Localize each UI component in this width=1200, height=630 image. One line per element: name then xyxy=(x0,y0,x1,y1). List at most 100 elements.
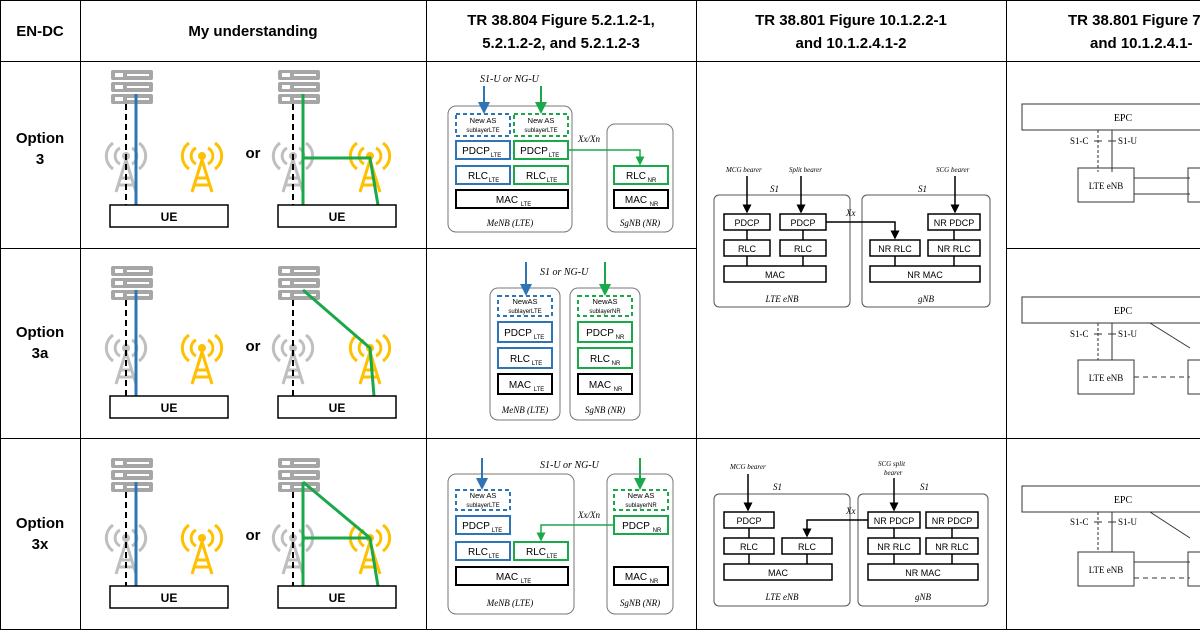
rlc-label: RLC xyxy=(626,171,646,182)
subscript: LTE xyxy=(532,361,543,367)
menb-label: MeNB (LTE) xyxy=(486,598,534,608)
subscript: NR xyxy=(614,387,623,393)
subscript: NR xyxy=(612,361,621,367)
row-label-option3-line1: Option xyxy=(16,130,64,147)
understanding-option3x: UE or UE xyxy=(104,458,397,609)
row-label-option3-line2: 3 xyxy=(36,151,44,168)
s1-label: S1 xyxy=(920,482,929,492)
new-as-label: New AS xyxy=(628,491,655,500)
header-tr38804-line2: 5.2.1.2-2, and 5.2.1.2-3 xyxy=(482,35,640,52)
nr-rlc-label: NR RLC xyxy=(878,244,912,254)
subscript: NR xyxy=(616,335,625,341)
server-icon xyxy=(278,458,320,492)
rlc-label: RLC xyxy=(468,547,488,558)
tr38801b-option3: EPC S1-C S1-U LTE eNB xyxy=(1021,103,1200,203)
subscript: NR xyxy=(650,579,659,585)
sublayer-label: sublayerLTE xyxy=(524,128,557,134)
epc-label: EPC xyxy=(1114,306,1133,317)
subscript: LTE xyxy=(534,335,545,341)
menb-label: MeNB (LTE) xyxy=(486,218,534,228)
mac-label: MAC xyxy=(496,195,518,206)
nr-rlc-label: NR RLC xyxy=(937,244,971,254)
interface-label: S1 or NG-U xyxy=(540,267,589,278)
s1u-label: S1-U xyxy=(1118,136,1138,146)
epc-label: EPC xyxy=(1114,113,1133,124)
s1c-label: S1-C xyxy=(1070,517,1089,527)
subscript: LTE xyxy=(491,153,502,159)
subscript: LTE xyxy=(534,387,545,393)
server-icon xyxy=(278,70,320,104)
gnb-label: gNB xyxy=(918,294,935,304)
new-as-label: NewAS xyxy=(592,297,617,306)
rlc-label: RLC xyxy=(468,171,488,182)
subscript: NR xyxy=(653,528,662,534)
menb-label: MeNB (LTE) xyxy=(501,405,549,415)
server-icon xyxy=(278,266,320,300)
tr38804-option3x: S1-U or NG-U New AS sublayerLTE New AS s… xyxy=(447,458,674,615)
interface-label: S1-U or NG-U xyxy=(480,74,540,85)
mac-label: MAC xyxy=(765,270,786,280)
row-labels: Option 3 Option 3a Option 3x xyxy=(16,130,64,553)
subscript: NR xyxy=(648,178,657,184)
pdcp-label: PDCP xyxy=(462,146,490,157)
understanding-option3: UE or UE xyxy=(104,70,397,228)
ue-label: UE xyxy=(161,401,178,415)
subscript: NR xyxy=(650,202,659,208)
mac-label: MAC xyxy=(496,572,518,583)
server-icon xyxy=(111,70,153,104)
sublayer-label: sublayerNR xyxy=(589,309,621,315)
mcg-bearer-label: MCG bearer xyxy=(729,463,766,471)
s1u-label: S1-U xyxy=(1118,329,1138,339)
header-tr38804-line1: TR 38.804 Figure 5.2.1.2-1, xyxy=(467,12,655,29)
sgnb-label: SgNB (NR) xyxy=(620,218,660,228)
sublayer-label: sublayerLTE xyxy=(508,309,541,315)
nr-antenna-icon xyxy=(180,141,224,194)
xx-xn-label: Xx/Xn xyxy=(577,510,600,520)
pdcp-label: PDCP xyxy=(520,146,548,157)
subscript: LTE xyxy=(521,202,532,208)
scg-bearer-label: SCG bearer xyxy=(936,166,970,174)
header-tr38801-line2: and 10.1.2.4.1-2 xyxy=(796,35,907,52)
row-label-option3a-line1: Option xyxy=(16,324,64,341)
new-as-label: New AS xyxy=(528,116,555,125)
subscript: LTE xyxy=(521,579,532,585)
tr38804-option3: S1-U or NG-U New AS sublayerLTE New AS s… xyxy=(447,74,674,233)
rlc-label: RLC xyxy=(526,547,546,558)
rlc-label: RLC xyxy=(798,542,817,552)
split-bearer-label: Split bearer xyxy=(789,166,822,174)
mac-label: MAC xyxy=(768,568,789,578)
row-label-option3x-line2: 3x xyxy=(32,536,49,553)
subscript: LTE xyxy=(549,153,560,159)
pdcp-label: PDCP xyxy=(790,218,815,228)
tr38804-option3a: S1 or NG-U NewAS sublayerLTE NewAS subla… xyxy=(489,262,641,421)
header-my-understanding: My understanding xyxy=(188,23,317,40)
sublayer-label: sublayerNR xyxy=(625,503,657,509)
nr-pdcp-label: NR PDCP xyxy=(874,516,915,526)
header-en-dc: EN-DC xyxy=(16,23,64,40)
gnb-label: gNB xyxy=(915,592,932,602)
tr38801-option3x: MCG bearer SCG split bearer S1 S1 PDCP N… xyxy=(713,460,989,607)
ue-label: UE xyxy=(161,210,178,224)
ue-label: UE xyxy=(329,591,346,605)
sgnb-label: SgNB (NR) xyxy=(585,405,625,415)
tr38801-option3: MCG bearer Split bearer SCG bearer S1 S1… xyxy=(713,166,991,308)
lte-enb-label: LTE eNB xyxy=(1089,373,1123,383)
nr-rlc-label: NR RLC xyxy=(935,542,969,552)
xx-label: Xx xyxy=(845,506,856,516)
nr-antenna-icon xyxy=(348,141,392,194)
nr-antenna-icon xyxy=(180,333,224,386)
header-tr38801b-line1: TR 38.801 Figure 7 xyxy=(1068,12,1200,29)
s1c-label: S1-C xyxy=(1070,329,1089,339)
interface-label: S1-U or NG-U xyxy=(540,460,600,471)
nr-rlc-label: NR RLC xyxy=(877,542,911,552)
nr-pdcp-label: NR PDCP xyxy=(934,218,975,228)
new-as-label: NewAS xyxy=(512,297,537,306)
ue-label: UE xyxy=(329,401,346,415)
table-header: EN-DC My understanding TR 38.804 Figure … xyxy=(16,12,1200,52)
pdcp-label: PDCP xyxy=(462,521,490,532)
lte-enb-label: LTE eNB xyxy=(1089,181,1123,191)
new-as-label: New AS xyxy=(470,116,497,125)
nr-mac-label: NR MAC xyxy=(905,568,941,578)
rlc-label: RLC xyxy=(510,354,530,365)
mac-label: MAC xyxy=(625,195,647,206)
